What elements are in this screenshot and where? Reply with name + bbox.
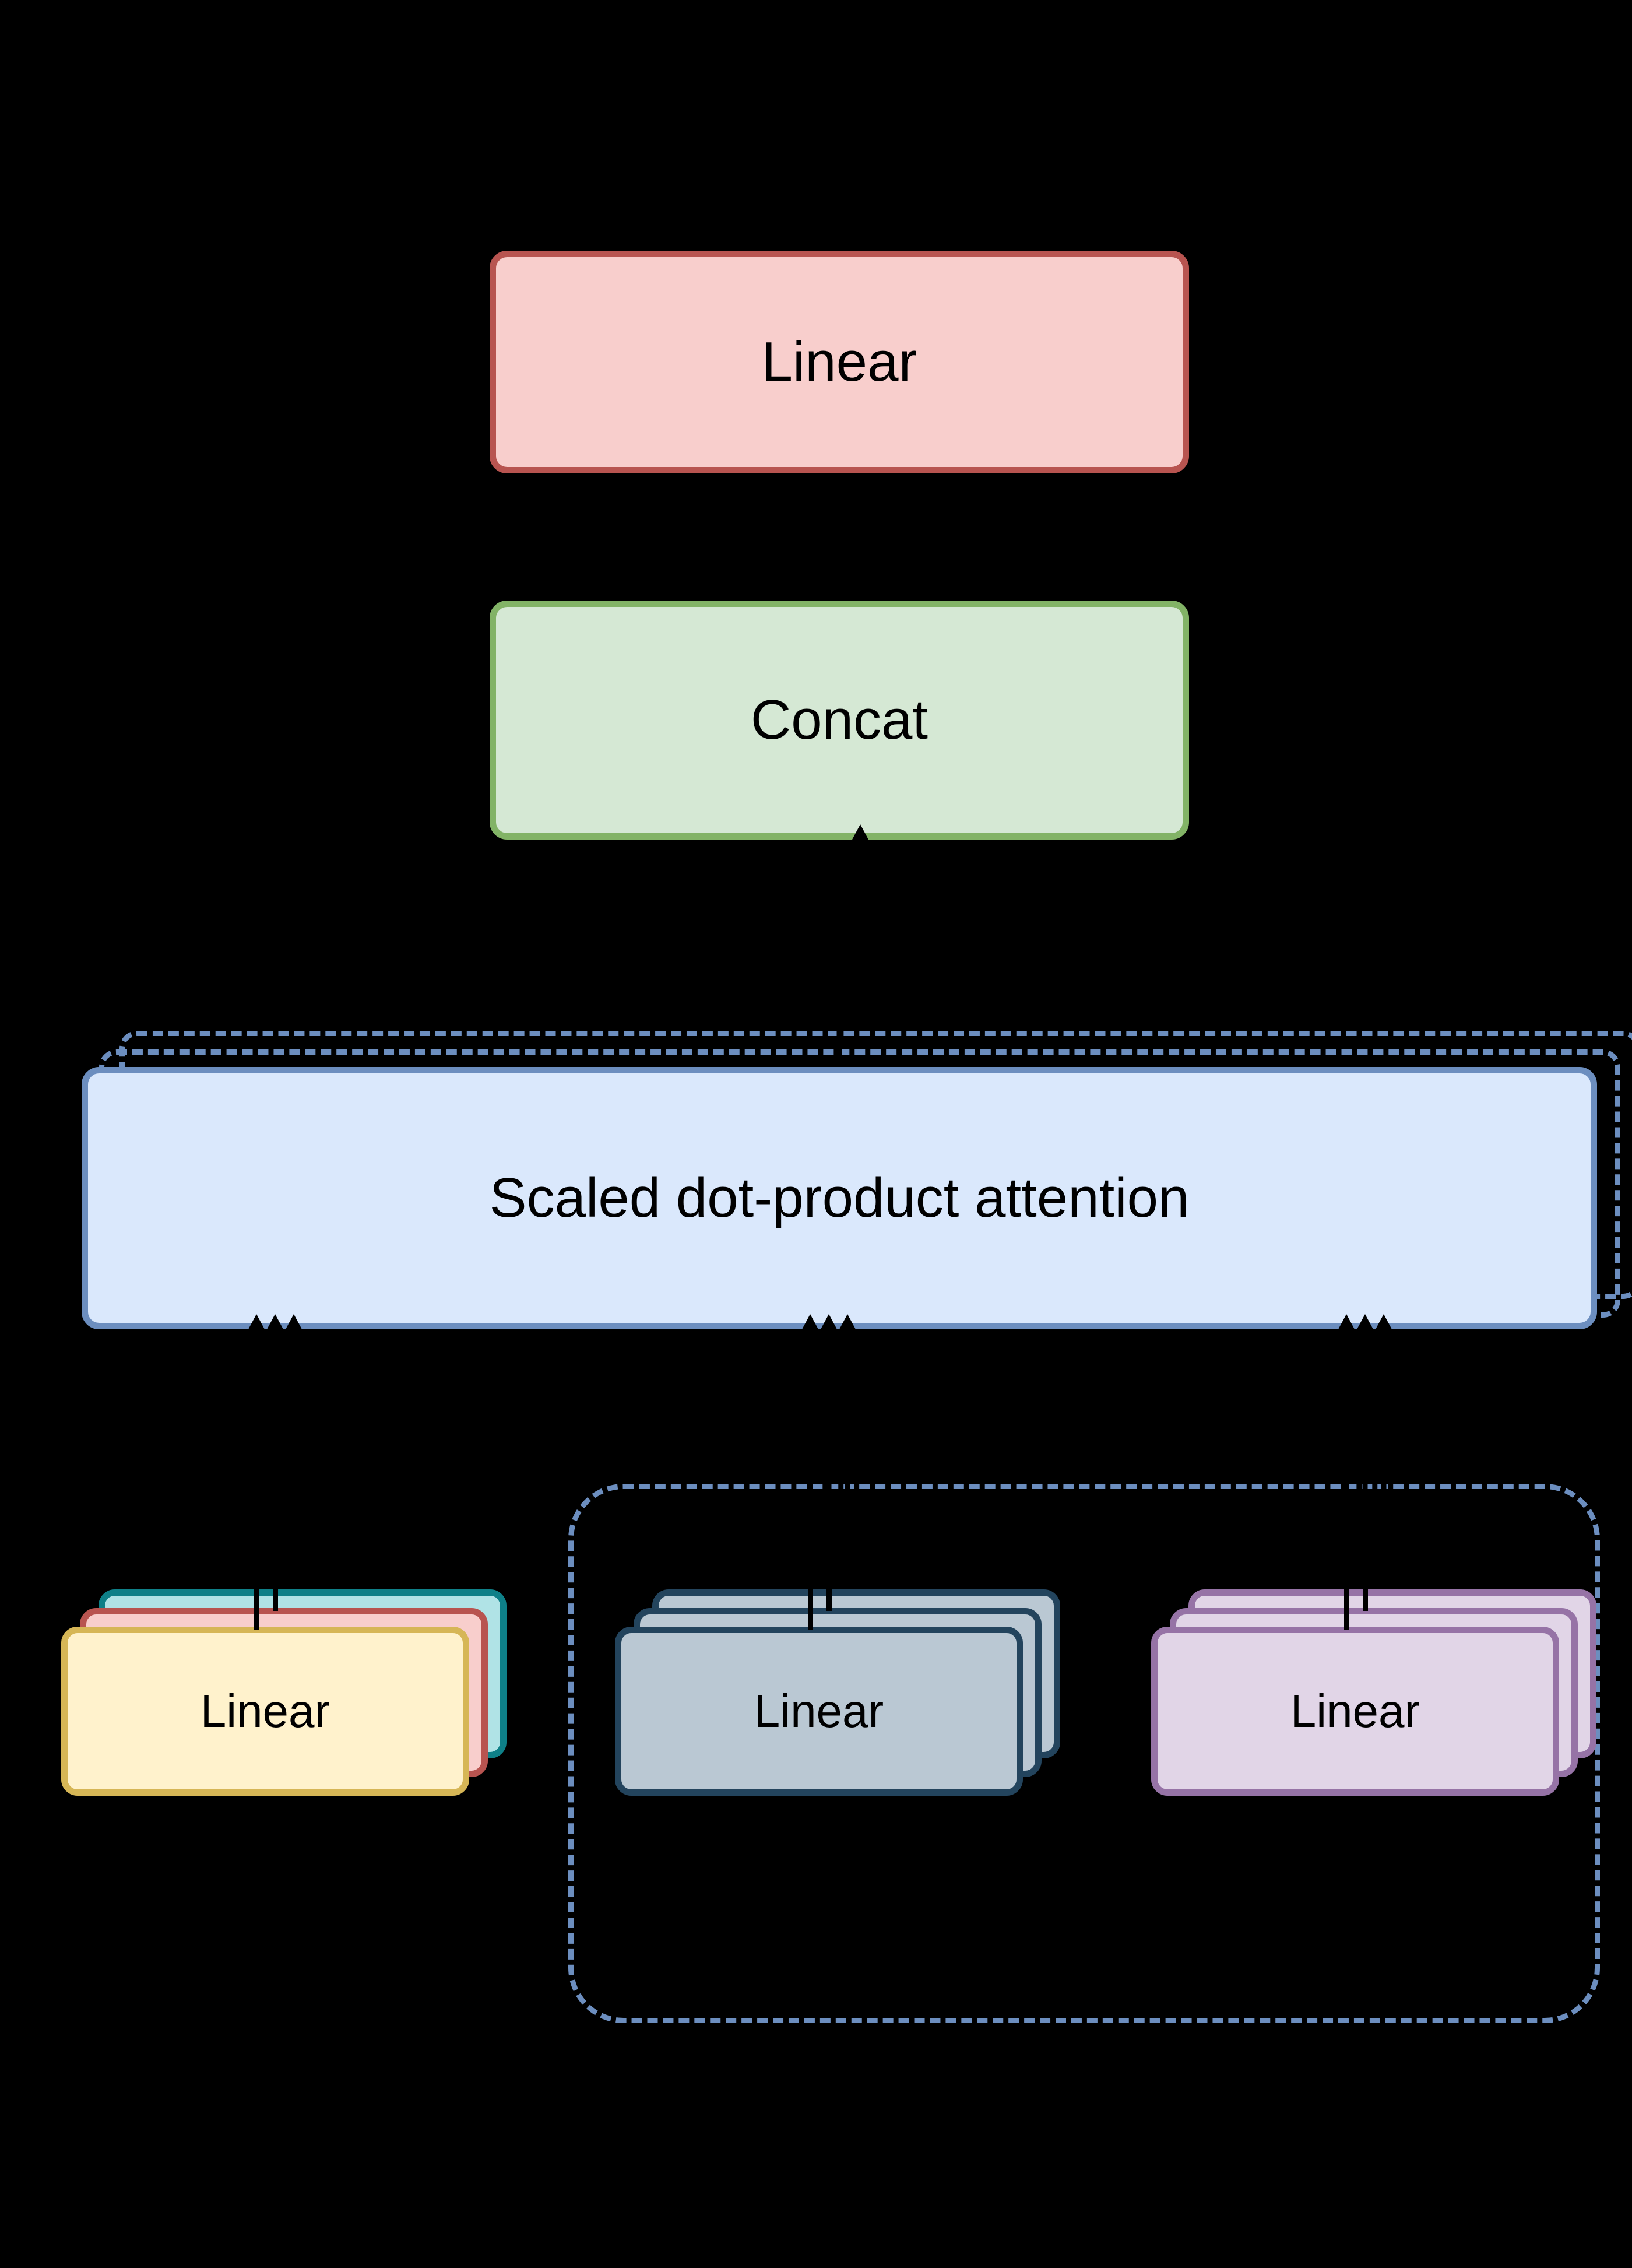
linear-k-stack: Linear [615, 1589, 1060, 1833]
connector-k-front [808, 1533, 813, 1630]
linear-k-label: Linear [754, 1685, 884, 1737]
arrowhead-v-2 [267, 1314, 283, 1329]
linear-q-label: Linear [1290, 1685, 1420, 1737]
linear-v-stack: Linear [61, 1589, 507, 1833]
connector-q-middle [1363, 1533, 1368, 1611]
arrowhead-q-2 [1357, 1314, 1373, 1329]
concat-label: Concat [750, 689, 928, 752]
arrowhead-concat-in [852, 824, 868, 840]
connector-q-front [1344, 1533, 1349, 1630]
arrowhead-k-1 [802, 1314, 818, 1329]
connector-k-middle [826, 1533, 832, 1611]
linear-v-box[interactable]: Linear [61, 1627, 469, 1796]
arrowhead-q-3 [1376, 1314, 1392, 1329]
arrowhead-k-3 [839, 1314, 856, 1329]
linear-v-label: Linear [200, 1685, 330, 1737]
linear-q-stack: Linear [1151, 1589, 1596, 1833]
output-linear-label: Linear [761, 331, 917, 394]
output-linear-box[interactable]: Linear [490, 251, 1189, 473]
linear-k-box[interactable]: Linear [615, 1627, 1023, 1796]
connector-v-front [254, 1533, 259, 1630]
arrowhead-v-1 [248, 1314, 265, 1329]
linear-q-box[interactable]: Linear [1151, 1627, 1559, 1796]
scaled-dot-product-attention-box[interactable]: Scaled dot-product attention [82, 1067, 1597, 1329]
arrowhead-q-1 [1338, 1314, 1355, 1329]
arrowhead-k-2 [821, 1314, 837, 1329]
concat-box[interactable]: Concat [490, 601, 1189, 840]
qk-projection-group [568, 1484, 1600, 2023]
arrowhead-v-3 [286, 1314, 302, 1329]
connector-v-middle [273, 1533, 278, 1611]
scaled-dot-product-attention-label: Scaled dot-product attention [489, 1167, 1190, 1230]
